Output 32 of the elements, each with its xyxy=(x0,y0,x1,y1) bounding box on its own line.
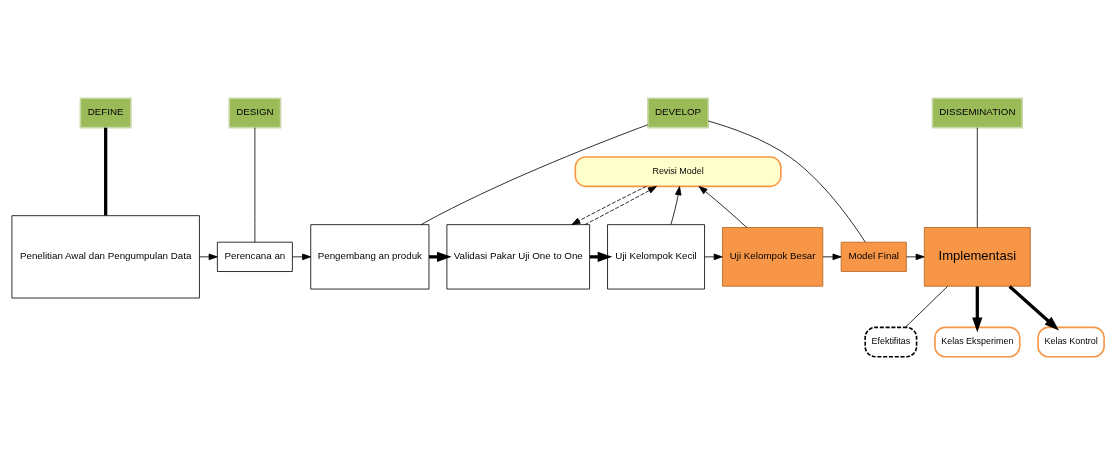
node-box: Penelitian Awal dan Pengumpulan Data xyxy=(11,214,200,298)
node-box: Uji Kelompok Kecil xyxy=(607,223,705,289)
node-box: Perencana an xyxy=(216,241,293,272)
connector xyxy=(104,127,108,215)
arrow xyxy=(822,253,842,260)
node-box: Efektifitas xyxy=(864,326,918,358)
connector xyxy=(905,285,948,328)
node-box: DESIGN xyxy=(228,96,282,128)
node-box: Kelas Eksperimen xyxy=(934,326,1021,358)
arrow xyxy=(972,285,983,332)
arrow xyxy=(698,185,748,228)
arrow xyxy=(906,253,925,260)
node-box: Validasi Pakar Uji One to One xyxy=(446,223,590,289)
node-box: DEFINE xyxy=(79,96,132,128)
node-box: DISSEMINATION xyxy=(931,96,1023,128)
connector xyxy=(976,126,978,228)
node-box: Kelas Kontrol xyxy=(1037,326,1105,358)
arrow xyxy=(584,185,657,225)
connector xyxy=(707,120,866,242)
connector xyxy=(420,123,649,225)
arrow xyxy=(1008,284,1060,330)
node-box: Implementasi xyxy=(923,226,1031,287)
arrow xyxy=(292,253,312,260)
node-box: Pengembang an produk xyxy=(310,223,430,289)
node-box: DEVELOP xyxy=(647,96,710,128)
arrow xyxy=(670,185,682,225)
node-box: Model Final xyxy=(840,241,907,272)
node-box: Uji Kelompok Besar xyxy=(722,226,824,287)
arrow xyxy=(571,185,647,225)
arrow xyxy=(199,253,218,260)
arrow xyxy=(704,253,723,260)
node-box: Revisi Model xyxy=(574,155,782,187)
